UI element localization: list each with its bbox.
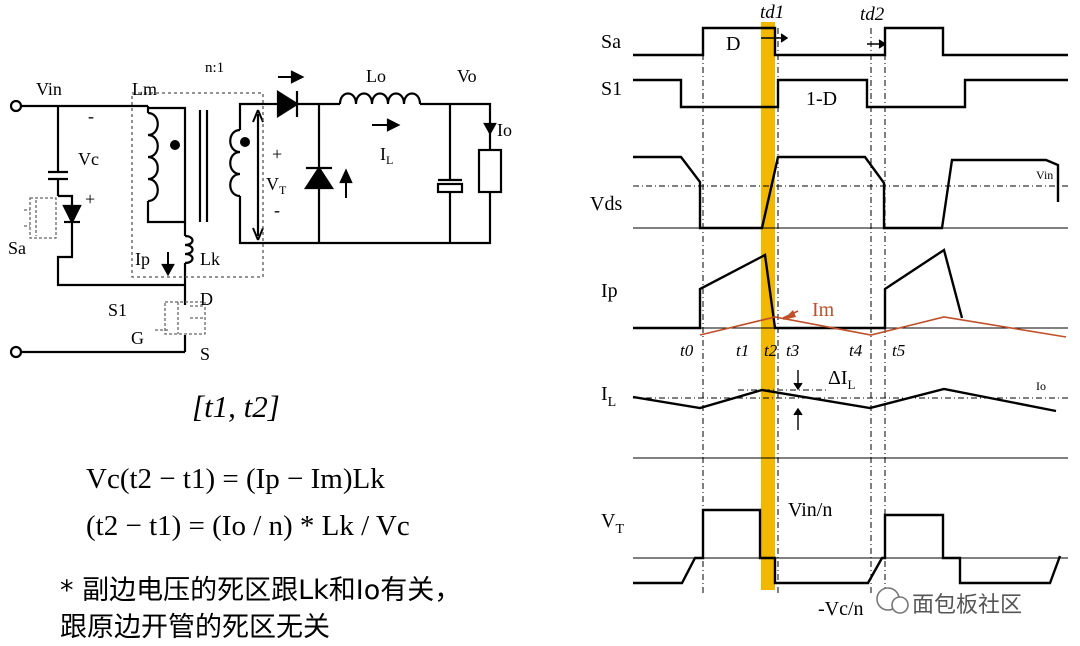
rectifier-diode — [276, 90, 300, 118]
circuit-labels: Vin Lm n:1 Lo Vo - Vc + Sa + VT - IL Io … — [8, 60, 512, 364]
freewheel-diode — [303, 165, 335, 190]
panel-baselines — [633, 227, 1068, 559]
vt-waveform — [633, 508, 1062, 585]
neg-vc-over-n-label: -Vc/n — [818, 598, 864, 620]
s1-mosfet-icon — [155, 301, 206, 335]
equation-2: (t2 − t1) = (Io / n) * Lk / Vc — [86, 510, 410, 542]
note-line-2: 跟原边开管的死区无关 — [60, 612, 330, 643]
t2-label: t2 — [764, 341, 778, 360]
il-waveform — [632, 387, 1057, 413]
vin-ref-label: Vin — [1036, 168, 1053, 182]
duty-d-label: D — [726, 33, 740, 55]
vc-plus-label: + — [85, 189, 95, 209]
lo-inductor — [338, 92, 422, 105]
vc-capacitor — [48, 170, 68, 181]
ip-label: Ip — [135, 249, 150, 269]
ip-row-label: Ip — [601, 280, 618, 302]
waveforms — [632, 26, 1068, 585]
turns-ratio-label: n:1 — [205, 60, 224, 76]
lm-label: Lm — [132, 79, 157, 99]
time-markers — [702, 28, 886, 595]
lk-label: Lk — [200, 249, 220, 269]
vds-waveform — [633, 155, 1060, 230]
il-label: IL — [380, 144, 393, 167]
duty-1-minus-d-label: 1-D — [806, 88, 837, 110]
t3-label: t3 — [786, 341, 799, 360]
s1-row-label: S1 — [601, 78, 622, 100]
t5-label: t5 — [892, 341, 905, 360]
source-label: S — [200, 344, 210, 364]
s1-waveform — [633, 78, 1068, 109]
lm-winding — [147, 111, 159, 203]
im-label: Im — [812, 299, 835, 321]
delta-il-label: ΔIL — [828, 367, 856, 392]
drain-label: D — [200, 289, 213, 309]
im-waveform — [699, 316, 1067, 338]
il-row-label: IL — [601, 383, 616, 410]
gate-label: G — [131, 328, 144, 348]
reference-lines — [633, 185, 1068, 399]
vt-row-label: VT — [601, 510, 624, 537]
circuit-schematic — [9, 70, 503, 359]
ip-waveform — [633, 248, 964, 330]
sa-row-label: Sa — [601, 31, 621, 53]
vds-row-label: Vds — [590, 193, 622, 215]
watermark-text: 面包板社区 — [912, 593, 1023, 618]
t4-label: t4 — [849, 341, 863, 360]
transformer-box — [131, 92, 264, 278]
vin-over-n-label: Vin/n — [788, 499, 832, 521]
watermark-logo-icon — [876, 587, 909, 614]
td1-label: td1 — [760, 2, 784, 23]
im-arrowhead — [783, 310, 796, 320]
td1-highlight-band — [761, 22, 775, 590]
s1-label: S1 — [108, 300, 127, 320]
primary-dot — [170, 140, 180, 150]
vt-minus-label: - — [274, 200, 280, 220]
load-resistor — [477, 148, 503, 194]
vt-label: VT — [266, 174, 287, 197]
timing-labels: Sa S1 Vds Ip IL VT D 1-D td1 td2 Vin Im … — [590, 2, 1053, 620]
secondary-winding — [229, 128, 241, 198]
io-ref-label: Io — [1036, 379, 1046, 393]
vin-label: Vin — [36, 79, 62, 99]
interval-label: [t1, t2] — [192, 389, 280, 424]
secondary-dot — [240, 137, 250, 147]
sa-mosfet-icon — [24, 197, 57, 239]
ground-terminal — [9, 345, 23, 359]
timing-arrows — [761, 33, 887, 430]
vin-terminal — [9, 99, 23, 113]
sa-label: Sa — [8, 238, 26, 258]
vo-label: Vo — [457, 66, 477, 86]
vc-minus-label: - — [88, 106, 94, 126]
t0-label: t0 — [680, 341, 694, 360]
vc-label: Vc — [78, 149, 99, 169]
lk-inductor — [184, 234, 194, 265]
io-label: Io — [497, 120, 512, 140]
vt-plus-label: + — [272, 144, 282, 164]
sa-waveform — [633, 26, 1068, 57]
t1-label: t1 — [736, 341, 749, 360]
transformer-core — [198, 110, 209, 222]
td2-label: td2 — [860, 4, 885, 25]
lo-label: Lo — [366, 66, 386, 86]
equation-1: Vc(t2 − t1) = (Ip − Im)Lk — [86, 463, 385, 495]
note-line-1: * 副边电压的死区跟Lk和Io有关， — [60, 575, 462, 606]
